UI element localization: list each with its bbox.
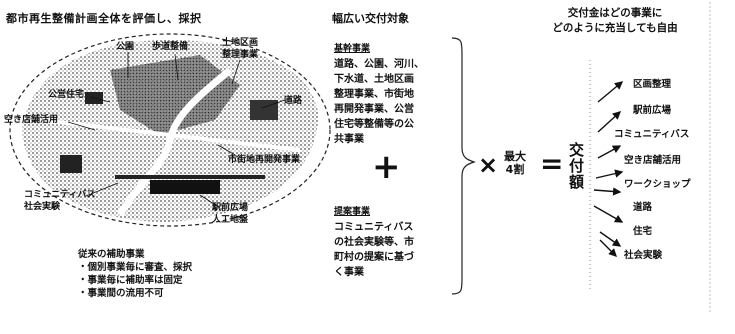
allocation-item: コミュニティバス (614, 129, 690, 140)
notes-item: ・事業間の流用不可 (78, 288, 164, 299)
proposal-line: の社会実験等、市 (334, 237, 414, 248)
core-projects-header: 基幹事業 (334, 44, 371, 54)
core-projects: 基幹事業 道路、公園、河川、 下水道、土地区画 整理事業、市街地 再開発事業、公… (334, 42, 452, 147)
proposal-line: 町村の提案に基づ (334, 252, 414, 263)
notes-header: 従来の補助事業 (78, 249, 145, 260)
allocation-item: 社会実験 (624, 250, 663, 261)
label-land-readjustment-1: 土地区画 (222, 38, 259, 48)
right-title-line-2: どのように充当しても自由 (552, 22, 678, 34)
map-boundary (9, 33, 331, 227)
proposal-line: コミュニティバス (334, 222, 414, 233)
label-urban-redevelopment: 市街地再開発事業 (228, 155, 301, 165)
allocation-item: 駅前広場 (633, 105, 672, 116)
proposal-projects: 提案事業 コミュニティバス の社会実験等、市 町村の提案に基づ く事業 (334, 205, 452, 280)
arrow-4 (595, 169, 624, 179)
map-building-2 (250, 100, 278, 120)
max-rate-label: 最大 (504, 150, 526, 163)
map-river (116, 67, 233, 217)
allocation-arrows (593, 81, 624, 257)
allocation-item: ワークショップ (624, 179, 691, 190)
map-road (39, 118, 301, 152)
arrow-8 (599, 239, 617, 257)
label-road: 道路 (284, 96, 303, 106)
map-building-1 (60, 155, 82, 173)
label-station-plaza-2: 人工地盤 (212, 215, 249, 225)
map-urban-block (110, 55, 240, 135)
label-station-plaza-1: 駅前広場 (212, 203, 249, 213)
left-title: 都市再生整備計画全体を評価し、採択 (6, 12, 202, 25)
max-rate-value: 4割 (505, 163, 525, 176)
core-line: 住宅等整備等の公 (334, 119, 414, 130)
arrow-7 (599, 231, 622, 247)
core-line: 整理事業、市街地 (334, 89, 414, 100)
grant-amount: 交付額 (567, 142, 585, 190)
arrow-1 (597, 81, 624, 103)
conventional-subsidy-notes: 従来の補助事業 ・個別事業毎に審査、採択 ・事業毎に補助率は固定 ・事業間の流用… (78, 248, 192, 300)
notes-item: ・事業毎に補助率は固定 (78, 275, 183, 286)
label-land-readjustment-2: 整理事業 (222, 50, 259, 60)
label-community-bus-2: 社会実験 (24, 202, 61, 212)
proposal-line: く事業 (334, 267, 364, 278)
label-community-bus-1: コミュニティバス (24, 190, 96, 200)
max-rate: 最大 4割 (504, 150, 526, 176)
arrow-5 (593, 187, 622, 196)
core-line: 道路、公園、河川、 (334, 59, 424, 70)
label-public-housing: 公営住宅 (48, 90, 85, 100)
allocation-item: 道路 (633, 202, 653, 213)
map-rail (115, 175, 265, 179)
proposal-projects-header: 提案事業 (334, 207, 371, 217)
core-line: 共事業 (334, 134, 364, 145)
label-vacant-store: 空き店舗活用 (4, 115, 59, 125)
arrow-2 (597, 111, 622, 133)
times-symbol: × (478, 151, 499, 179)
arrow-6 (593, 205, 624, 223)
allocation-item: 空き店舗活用 (624, 155, 682, 166)
right-title-line-1: 交付金はどの事業に (567, 7, 663, 19)
right-title: 交付金はどの事業に どのように充当しても自由 (530, 6, 700, 36)
middle-title: 幅広い交付対象 (332, 12, 409, 25)
label-road-maintenance: 歩道整備 (152, 42, 189, 52)
arrow-3 (597, 145, 622, 159)
equals-symbol: = (540, 147, 564, 180)
allocation-item: 住宅 (633, 226, 653, 237)
map-station-plaza (150, 180, 220, 194)
plus-symbol: + (372, 147, 401, 187)
middle-brace (451, 37, 476, 295)
core-line: 下水道、土地区画 (334, 74, 414, 85)
notes-item: ・個別事業毎に審査、採択 (78, 262, 193, 273)
core-line: 再開発事業、公営 (334, 104, 414, 115)
allocation-item: 区画整理 (633, 79, 672, 90)
label-park: 公園 (116, 42, 135, 52)
